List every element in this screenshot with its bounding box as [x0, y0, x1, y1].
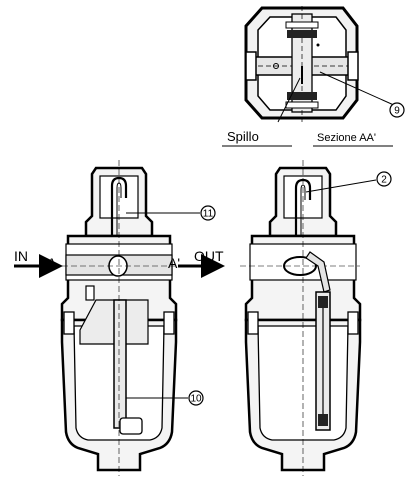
callout-9: 9 [394, 106, 400, 117]
callout-2: 2 [381, 175, 387, 186]
right-cutaway-view [240, 160, 362, 476]
callout-2-circle [376, 171, 392, 187]
callout-11-circle [200, 205, 216, 221]
section-aa-view [244, 6, 359, 122]
port-a-label: A [47, 255, 57, 271]
left-filter-tube [113, 299, 127, 429]
out-label: OUT [194, 248, 224, 264]
callout-9-circle [389, 102, 405, 118]
callout-11: 11 [203, 209, 214, 220]
callout-10-circle [188, 390, 204, 406]
spillo-label: Spillo [227, 129, 259, 144]
section-label: Sezione AA' [317, 132, 376, 144]
in-label: IN [14, 248, 28, 264]
left-cutaway-view [60, 160, 178, 476]
port-a-prime-label: A' [168, 255, 180, 271]
callout-10: 10 [190, 394, 202, 405]
